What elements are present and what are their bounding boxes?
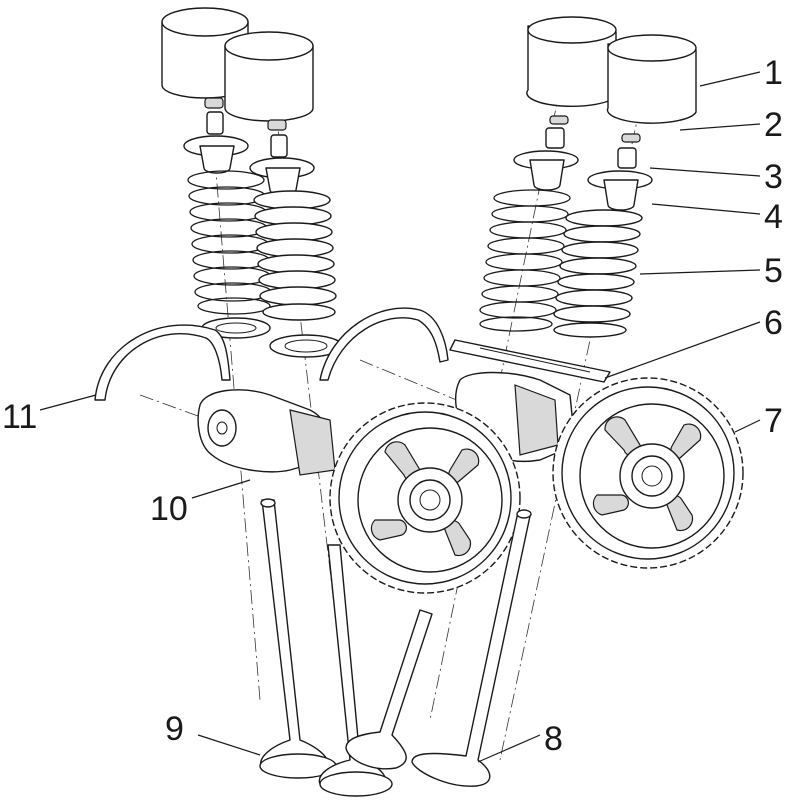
valve-left-1 [259,498,337,779]
valve-right-2 [411,509,532,787]
callout-2: 2 [764,106,783,144]
tappets-right [526,16,697,124]
callout-4: 4 [764,198,783,236]
callout-6: 6 [764,304,783,342]
leader-lines [39,71,761,763]
callouts: 1 2 3 4 5 6 7 8 9 10 11 [2,54,783,758]
callout-9: 9 [165,710,184,748]
valve-left-2 [318,544,393,797]
callout-11: 11 [2,398,37,436]
retainers-right [513,150,653,211]
seats-right [449,339,611,383]
callout-10: 10 [150,490,188,528]
callout-7: 7 [764,402,783,440]
springs-left [187,170,337,321]
callout-3: 3 [764,158,783,196]
camshaft-left [197,389,336,476]
chain-guide-right [319,307,449,381]
callout-5: 5 [764,252,783,290]
retainers-left [183,135,315,196]
chain-guide-left [94,324,231,401]
valve-right-1 [345,609,433,770]
keepers-right [545,115,641,169]
keepers-left [204,97,288,158]
callout-8: 8 [544,720,563,758]
springs-right [479,189,643,338]
sprocket-right [552,377,744,569]
callout-1: 1 [764,54,783,92]
tappet-left-2 [224,31,314,122]
sprocket-left [329,402,521,594]
